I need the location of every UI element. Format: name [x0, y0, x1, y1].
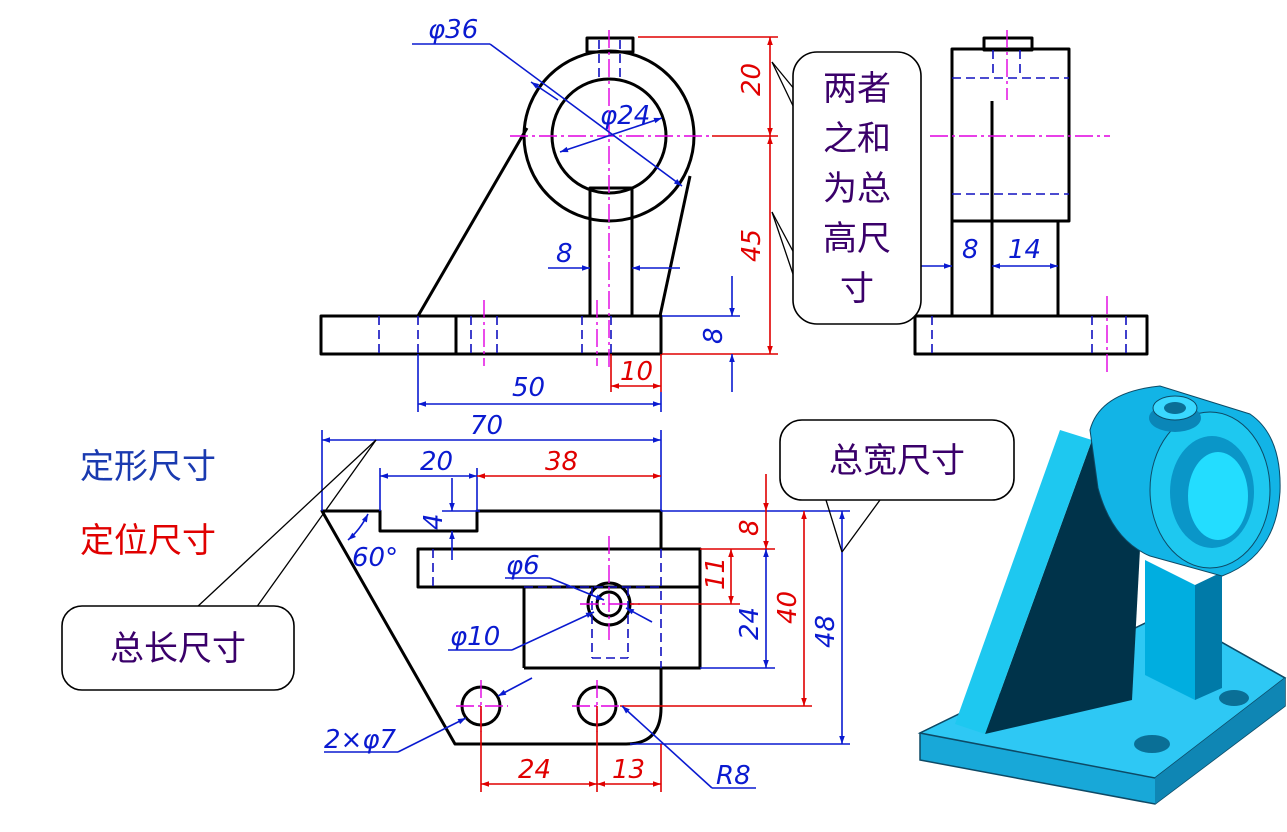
phi10-arrow: [625, 607, 653, 623]
callout-height: 两者 之和 为总 高尺 寸: [771, 51, 922, 325]
dim-d13: 13: [612, 755, 645, 785]
callout-leader: [771, 61, 796, 111]
callout-height-line: 之和: [823, 119, 891, 159]
dim-d48: 48: [811, 615, 841, 648]
model-bore-inner: [1188, 452, 1248, 540]
front-rib-right-edge: [658, 175, 692, 317]
side-view: [913, 30, 1149, 374]
dim-d38: 38: [545, 447, 578, 477]
dim-phi10: φ10: [450, 622, 500, 652]
model-oil-hole: [1164, 402, 1186, 414]
callout-height-line: 两者: [823, 69, 891, 109]
a60-arc: [347, 513, 369, 541]
callout-height-box: [792, 51, 922, 325]
model-web-front: [1145, 560, 1195, 700]
model-rib-shadow: [985, 440, 1145, 734]
callout-leader: [771, 61, 796, 91]
callout-leader: [825, 499, 843, 553]
dim-d40: 40: [773, 591, 803, 624]
dim-d24h: 24: [518, 755, 551, 785]
legend: 定形尺寸 定位尺寸: [80, 447, 216, 561]
dim-h45: 45: [737, 229, 767, 262]
front-view: [319, 30, 712, 370]
holes-leader: [397, 717, 467, 753]
phi36-leader-arrow: [530, 81, 559, 101]
dim-phi6: φ6: [506, 551, 540, 581]
model-base-front: [1155, 678, 1285, 804]
dim-r8: R8: [716, 761, 751, 791]
dim-d70: 70: [470, 411, 503, 441]
callout-leader: [195, 439, 377, 609]
front-oil-boss: [585, 36, 635, 54]
callout-height-line: 为总: [823, 169, 891, 209]
dim-d24v: 24: [735, 607, 765, 640]
dim-d8: 8: [735, 519, 765, 536]
dim-d11: 11: [701, 557, 731, 590]
callout-leader: [771, 211, 796, 281]
phi24-line: [559, 117, 663, 153]
dim-h20: 20: [737, 63, 767, 96]
callout-width-box: [779, 419, 1015, 501]
dim-w8: 8: [556, 239, 573, 269]
callout-leader: [771, 211, 796, 256]
dim-side-w14: 14: [1008, 235, 1041, 265]
model-hole: [1134, 735, 1170, 753]
callout-height-line: 高尺: [823, 219, 891, 259]
dim-side-w8: 8: [962, 235, 979, 265]
callout-leader: [255, 439, 377, 609]
callout-height-line: 寸: [840, 269, 874, 309]
model-web-side: [1195, 572, 1222, 700]
dim-d4: 4: [419, 513, 449, 530]
front-base-plate: [319, 314, 663, 356]
dim-holes: 2×φ7: [324, 725, 396, 755]
side-boss: [950, 47, 1071, 223]
side-base-plate: [913, 314, 1149, 356]
dim-d20: 20: [420, 447, 453, 477]
callout-width-text: 总宽尺寸: [829, 441, 965, 481]
front-dimensions: φ36 φ24 20 45 8 8 10 50: [412, 15, 778, 412]
callout-width: 总宽尺寸: [779, 419, 1015, 553]
legend-shape-dims: 定形尺寸: [80, 447, 216, 487]
phi10-leader: [511, 611, 595, 651]
dim-t8: 8: [699, 327, 729, 344]
phi6-leader: [549, 577, 605, 601]
callout-leader: [841, 499, 881, 553]
callout-length: 总长尺寸: [61, 439, 377, 691]
side-oil-boss: [982, 36, 1034, 52]
model-hole: [1219, 690, 1249, 706]
dim-phi24: φ24: [600, 101, 650, 131]
legend-position-dims: 定位尺寸: [80, 521, 216, 561]
holes-arrow: [497, 677, 533, 697]
callout-length-box: [61, 605, 295, 691]
front-web: [588, 186, 634, 318]
front-rib-left-edge: [416, 127, 529, 317]
side-dimensions: 8 14: [905, 235, 1058, 269]
r8-leader: [621, 705, 713, 789]
model-3d: [917, 385, 1287, 805]
dim-d10: 10: [620, 357, 653, 387]
model-rib-face: [955, 430, 1092, 734]
dim-phi36: φ36: [428, 15, 478, 45]
dim-a60: 60°: [352, 543, 398, 573]
dim-d50: 50: [512, 373, 545, 403]
phi36-leader: [489, 43, 683, 187]
callout-length-text: 总长尺寸: [110, 629, 246, 669]
top-dimensions: 70 20 38 4 60° φ6 φ10 8: [321, 411, 850, 792]
